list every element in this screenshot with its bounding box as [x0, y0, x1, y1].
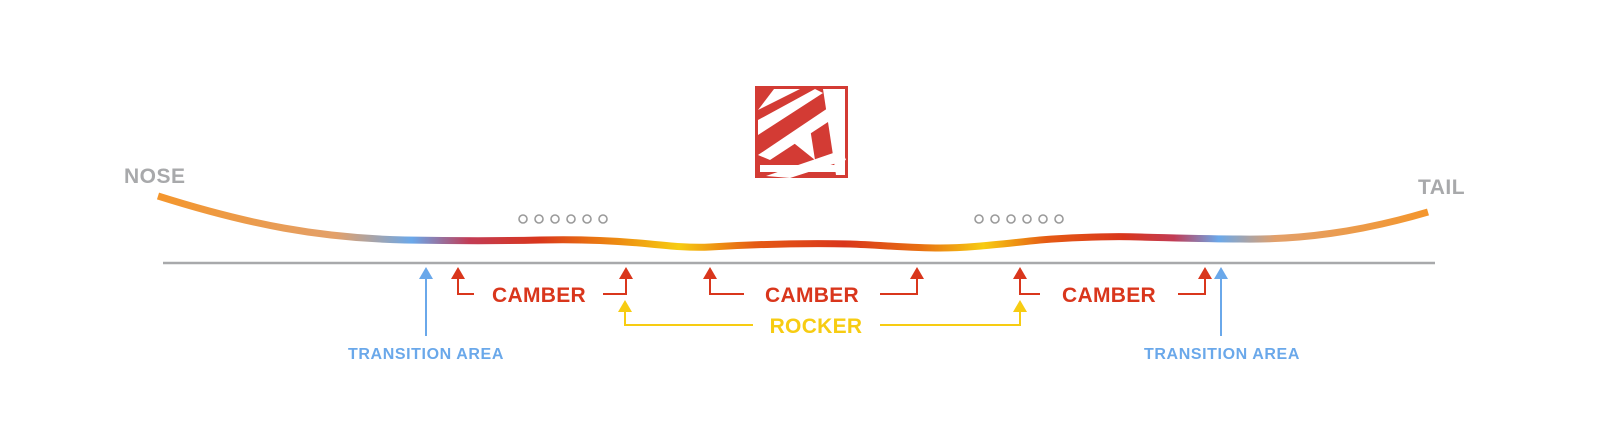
camber-label-center: CAMBER — [765, 284, 859, 307]
camber-label-left: CAMBER — [492, 284, 586, 307]
camber-bracket-right — [1019, 277, 1206, 295]
transition-arrow-left — [419, 267, 433, 336]
insert-pattern-right — [974, 214, 1064, 224]
camber-label-right: CAMBER — [1062, 284, 1156, 307]
camber-arrowhead — [1198, 267, 1212, 279]
camber-arrowhead — [1013, 267, 1027, 279]
transition-arrow-right — [1214, 267, 1228, 336]
triangle-logo-icon — [755, 86, 848, 178]
camber-bracket-center — [709, 277, 918, 295]
rocker-arrowhead — [1013, 300, 1027, 312]
camber-arrowhead — [910, 267, 924, 279]
rocker-arrowhead — [618, 300, 632, 312]
board-profile-line — [156, 192, 1429, 252]
transition-area-label-right: TRANSITION AREA — [1144, 346, 1300, 363]
rocker-label: ROCKER — [770, 315, 863, 338]
insert-pattern-left — [518, 214, 608, 224]
camber-bracket-left — [457, 277, 627, 295]
nose-label: NOSE — [124, 165, 186, 188]
camber-arrowhead — [619, 267, 633, 279]
camber-arrowhead — [451, 267, 465, 279]
camber-arrowhead — [703, 267, 717, 279]
tail-label: TAIL — [1418, 176, 1465, 199]
rocker-bracket — [624, 310, 1021, 326]
transition-area-label-left: TRANSITION AREA — [348, 346, 504, 363]
